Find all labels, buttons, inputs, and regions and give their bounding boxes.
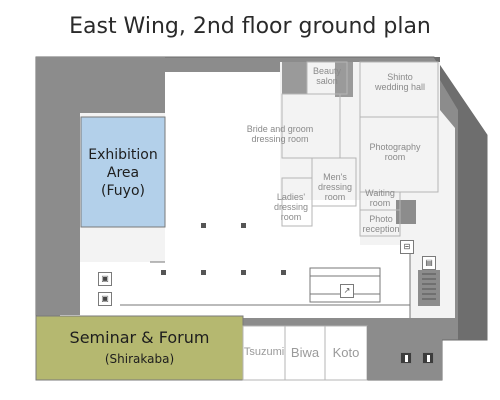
photo-reception-room (359, 209, 401, 237)
seminar-sublabel: (Shirakaba) (104, 352, 175, 366)
pillar (241, 270, 246, 275)
pillar-small (396, 200, 416, 224)
mens-room-label: Men's dressing room (317, 172, 353, 202)
pillar (281, 270, 286, 275)
restroom-icon (400, 352, 412, 364)
bride-room (281, 93, 341, 159)
stairs-block (418, 270, 440, 306)
elevator-icon: ▣ (98, 272, 112, 286)
biwa-room (284, 325, 326, 381)
ladies-room-label: Ladies' dressing room (273, 192, 309, 222)
corner-wall (335, 62, 353, 97)
restroom-icon (422, 352, 434, 364)
north-wall (80, 57, 165, 113)
map-title: East Wing, 2nd floor ground plan (69, 14, 431, 39)
biwa-label: Biwa (290, 345, 320, 360)
waiting-room-label: Waiting room (365, 188, 395, 208)
pillar (201, 270, 206, 275)
escalator (309, 267, 381, 303)
stairs-icon: ⊟ (400, 240, 414, 254)
tsuzumi-room (242, 325, 286, 381)
bride-room-label: Bride and groom dressing room (246, 124, 314, 144)
exhibition-area (80, 116, 166, 228)
west-wall (36, 57, 80, 315)
seminar-label: Seminar & Forum (69, 328, 210, 347)
corridor (60, 72, 410, 318)
restroom-icon: ▤ (422, 256, 436, 270)
shinto-hall-label: Shinto wedding hall (374, 72, 426, 92)
photo-reception-label: Photo reception (362, 214, 400, 234)
tsuzumi-label: Tsuzumi (243, 346, 285, 358)
seminar-forum (35, 315, 244, 381)
pillar (241, 223, 246, 228)
beauty-wall (282, 62, 307, 94)
escalator-icon: ↗ (340, 284, 354, 298)
photography-label: Photography room (369, 142, 421, 162)
elevator-icon: ▣ (98, 292, 112, 306)
pillar (201, 223, 206, 228)
beauty-salon-label: Beauty salon (312, 66, 342, 86)
koto-room (324, 325, 368, 381)
east-wall (434, 57, 487, 340)
exhibition-label: Exhibition Area (Fuyo) (88, 147, 158, 199)
ladies-room (281, 177, 313, 227)
pillar (161, 270, 166, 275)
koto-label: Koto (332, 345, 360, 360)
